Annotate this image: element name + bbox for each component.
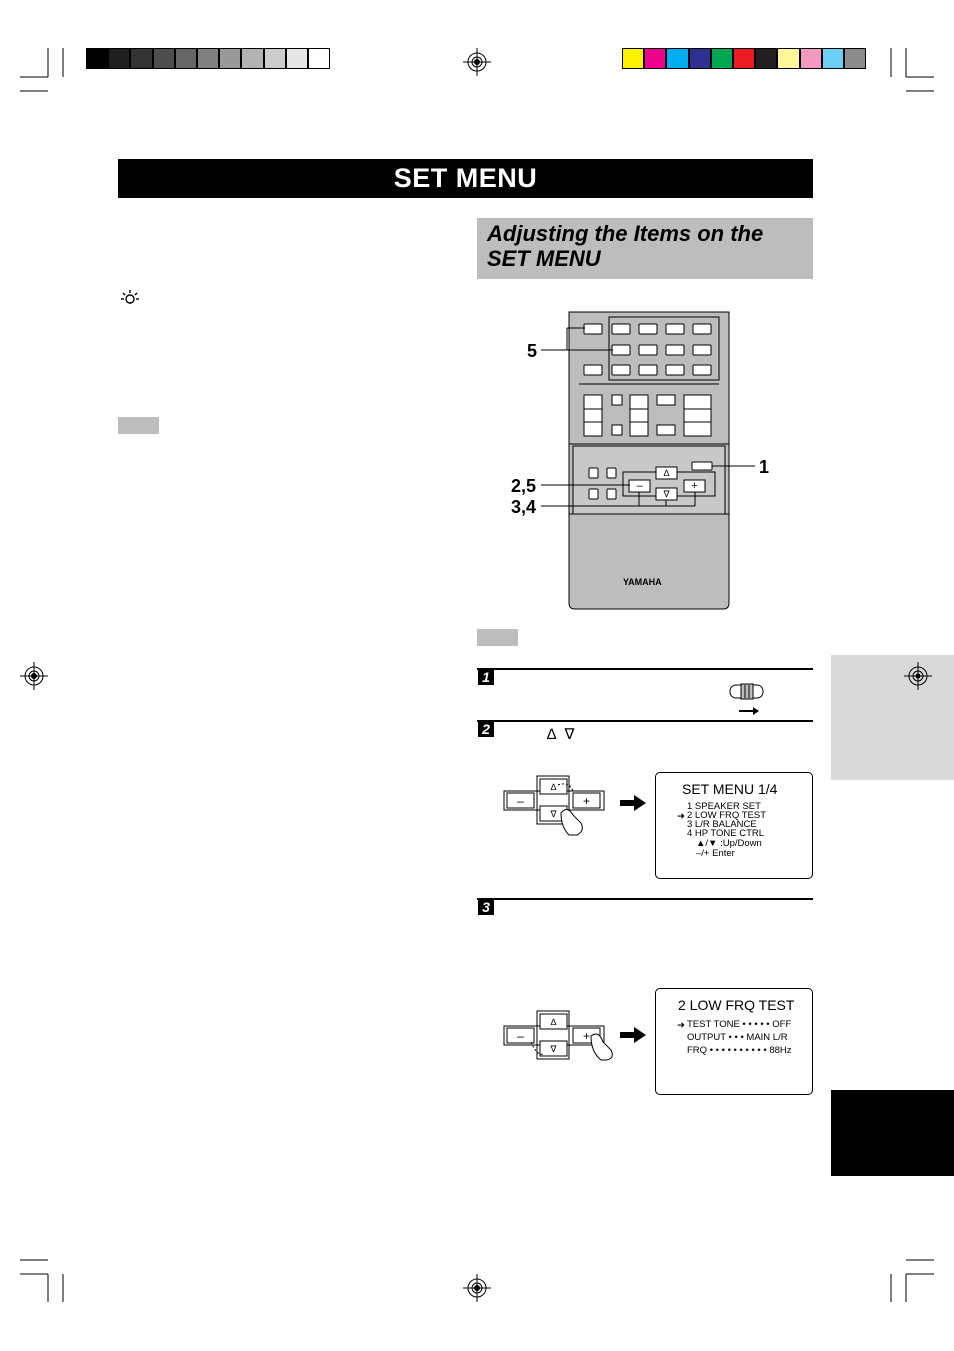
callout-2-5: 2,5 bbox=[511, 476, 536, 496]
thumb-index-black bbox=[831, 1090, 954, 1176]
color-swatch bbox=[733, 48, 756, 69]
step-2-arrow-symbols: ∆ ∇ bbox=[547, 726, 575, 743]
callout-1: 1 bbox=[759, 457, 769, 477]
osd-menu-item: 3 L/R BALANCE bbox=[687, 819, 757, 830]
color-swatch bbox=[86, 48, 109, 69]
color-swatch bbox=[174, 48, 197, 69]
osd-menu-item: 2 LOW FRQ TEST bbox=[687, 810, 767, 821]
keypad2-up-glyph: ∆ bbox=[551, 1017, 557, 1027]
step-1-rule bbox=[477, 668, 813, 670]
osd-set-menu: SET MENU 1/4 ➜ 1 SPEAKER SET 2 LOW FRQ T… bbox=[655, 772, 813, 879]
keypad2-plus-glyph: + bbox=[583, 1029, 590, 1043]
keypad-down-press-illustration: ∆ ∇ – + bbox=[503, 775, 605, 836]
osd-low-frq-title: 2 LOW FRQ TEST bbox=[678, 997, 795, 1013]
color-swatch bbox=[755, 48, 778, 69]
keypad-up-glyph: ∆ bbox=[551, 782, 557, 792]
step-2-number: 2 bbox=[478, 722, 494, 737]
callout-3-4: 3,4 bbox=[511, 497, 536, 517]
color-swatch bbox=[666, 48, 689, 69]
remote-down-glyph: ∇ bbox=[662, 489, 670, 499]
color-swatch bbox=[688, 48, 711, 69]
color-swatch bbox=[263, 48, 286, 69]
note-tab-right bbox=[477, 629, 518, 646]
right-arrow-icon bbox=[620, 1027, 646, 1043]
note-tab-left bbox=[118, 417, 159, 434]
osd-cursor: ➜ bbox=[677, 811, 685, 822]
color-swatch bbox=[821, 48, 844, 69]
registration-mark bbox=[904, 662, 932, 690]
color-swatch bbox=[710, 48, 733, 69]
osd-cursor: ➜ bbox=[677, 1020, 685, 1031]
remote-minus-glyph: – bbox=[636, 480, 643, 492]
color-swatch bbox=[219, 48, 242, 69]
step-2-rule bbox=[477, 720, 813, 722]
osd-setting-line: FRQ • • • • • • • • • • 88Hz bbox=[687, 1045, 792, 1056]
keypad2-minus-glyph: – bbox=[517, 1029, 524, 1043]
color-swatch bbox=[130, 48, 153, 69]
right-arrow-icon bbox=[620, 795, 646, 811]
color-swatch bbox=[799, 48, 822, 69]
keypad-down-glyph: ∇ bbox=[549, 809, 557, 819]
color-swatch bbox=[197, 48, 220, 69]
osd-setting-line: OUTPUT • • • MAIN L/R bbox=[687, 1032, 788, 1043]
keypad-plus-press-illustration: ∆ ∇ – + bbox=[503, 1010, 613, 1061]
osd-hint-updown: ▲/▼ :Up/Down bbox=[696, 838, 762, 849]
tip-lightbulb-icon bbox=[121, 290, 139, 304]
page-title: SET MENU bbox=[118, 159, 813, 198]
color-swatch bbox=[844, 48, 867, 69]
keypad-plus-glyph: + bbox=[583, 794, 590, 808]
color-swatch bbox=[308, 48, 331, 69]
remote-up-glyph: ∆ bbox=[664, 468, 670, 478]
osd-low-frq-test: 2 LOW FRQ TEST ➜ TEST TONE • • • • • OFF… bbox=[655, 988, 813, 1095]
color-swatch bbox=[777, 48, 800, 69]
osd-hint-enter: –/+ Enter bbox=[696, 848, 735, 859]
keypad2-down-glyph: ∇ bbox=[549, 1044, 557, 1054]
remote-control-illustration: ∆ ∇ – + YAMAHA 5 1 2,5 3,4 bbox=[511, 311, 769, 610]
keypad-minus-glyph: – bbox=[517, 794, 524, 808]
osd-set-menu-title: SET MENU 1/4 bbox=[682, 781, 778, 797]
color-swatch bbox=[644, 48, 667, 69]
color-swatch bbox=[108, 48, 131, 69]
color-swatch bbox=[152, 48, 175, 69]
osd-setting-line: TEST TONE • • • • • OFF bbox=[687, 1019, 792, 1030]
color-swatch bbox=[622, 48, 645, 69]
thumb-index-grey bbox=[831, 655, 954, 780]
osd-menu-item: 1 SPEAKER SET bbox=[687, 801, 761, 812]
color-swatch bbox=[285, 48, 308, 69]
color-swatch bbox=[241, 48, 264, 69]
step-3-rule bbox=[477, 898, 813, 900]
remote-plus-glyph: + bbox=[691, 480, 697, 492]
set-switch-icon bbox=[729, 683, 764, 715]
step-1-number: 1 bbox=[478, 670, 494, 685]
osd-menu-item: 4 HP TONE CTRL bbox=[687, 828, 765, 839]
callout-5: 5 bbox=[527, 341, 537, 361]
section-heading: Adjusting the Items on the SET MENU bbox=[477, 218, 813, 279]
remote-brand: YAMAHA bbox=[623, 577, 662, 587]
step-3-number: 3 bbox=[478, 900, 494, 915]
